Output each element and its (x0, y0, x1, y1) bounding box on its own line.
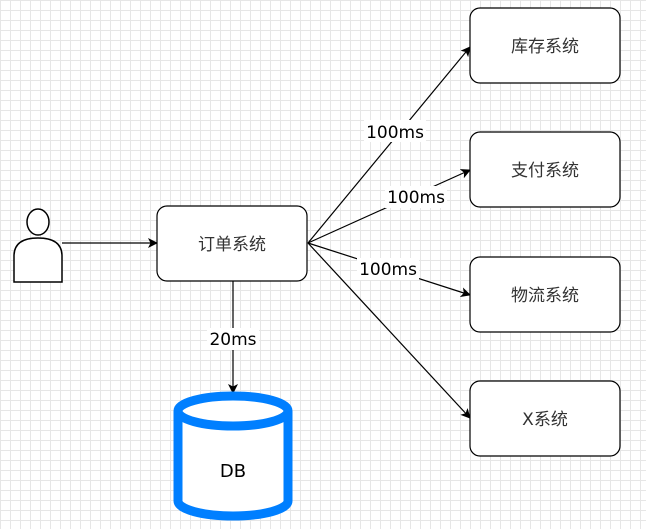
edge-label-bg (364, 120, 426, 142)
node-payment-label: 支付系统 (511, 161, 579, 181)
node-logistics-system[interactable]: 物流系统 (469, 256, 621, 333)
edge-label-bg (357, 258, 419, 280)
node-order-label: 订单系统 (198, 235, 266, 255)
edge-label-inventory: 100ms (366, 123, 424, 143)
edge-label-bg (385, 186, 447, 208)
node-order-system[interactable]: 订单系统 (156, 205, 308, 282)
node-payment-system[interactable]: 支付系统 (469, 131, 621, 208)
edge-label-db: 20ms (209, 330, 256, 350)
database-cylinder-icon[interactable]: DB (173, 391, 293, 521)
edge-order-to-x (307, 242, 471, 419)
edge-label-bg (207, 328, 259, 350)
node-inventory-system[interactable]: 库存系统 (469, 7, 621, 84)
database-label: DB (220, 461, 246, 482)
edge-label-payment: 100ms (387, 188, 445, 208)
node-inventory-label: 库存系统 (511, 37, 579, 57)
node-x-label: X系统 (522, 410, 568, 430)
node-logistics-label: 物流系统 (511, 286, 579, 306)
edge-order-to-inventory (307, 46, 471, 244)
user-actor-icon (13, 208, 63, 283)
edge-label-logistics: 100ms (359, 260, 417, 280)
node-x-system[interactable]: X系统 (469, 380, 621, 457)
